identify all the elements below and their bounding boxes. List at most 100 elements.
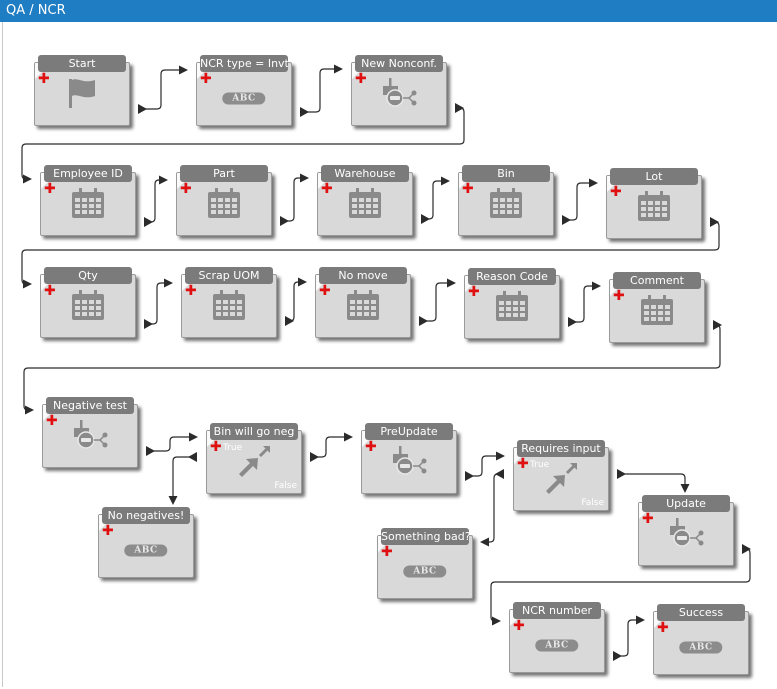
add-icon[interactable]: ✚ [38, 71, 50, 87]
connector-negative-test-to-bin-will-go-neg[interactable] [146, 432, 198, 456]
calendar-icon [71, 289, 105, 325]
connector-update-to-ncr-number[interactable] [490, 544, 751, 626]
add-icon[interactable]: ✚ [319, 283, 331, 299]
node-title: Start [38, 55, 126, 72]
node-update[interactable]: Update✚ [638, 495, 734, 566]
abc-icon: ABC [679, 635, 723, 654]
node-part[interactable]: Part✚ [176, 165, 272, 236]
node-title: PreUpdate [365, 423, 453, 440]
node-reason-code[interactable]: Reason Code✚ [464, 268, 560, 339]
connector-bin-will-go-neg-to-no-negatives[interactable] [168, 452, 197, 505]
false-branch-label: False [581, 498, 604, 508]
connector-part-to-warehouse[interactable] [280, 173, 309, 226]
abc-icon: ABC [535, 633, 579, 652]
add-icon[interactable]: ✚ [365, 439, 377, 455]
connector-no-move-to-reason-code[interactable] [419, 278, 456, 326]
node-warehouse[interactable]: Warehouse✚ [317, 165, 413, 236]
add-icon[interactable]: ✚ [102, 523, 114, 539]
connector-qty-to-scrap-uom[interactable] [144, 278, 173, 329]
connector-new-nonconf-to-employee-id[interactable] [21, 103, 465, 184]
add-icon[interactable]: ✚ [180, 181, 192, 197]
node-title: Qty [44, 267, 132, 284]
node-employee-id[interactable]: Employee ID✚ [40, 165, 136, 236]
add-icon[interactable]: ✚ [44, 181, 56, 197]
node-title: Update [642, 495, 730, 512]
add-icon[interactable]: ✚ [613, 288, 625, 304]
connector-employee-id-to-part[interactable] [144, 175, 168, 227]
node-start[interactable]: Start✚ [34, 55, 130, 126]
connector-bin-will-go-neg-to-preupdate[interactable] [310, 432, 353, 462]
workflow-canvas[interactable] [2, 22, 775, 687]
node-no-move[interactable]: No move✚ [315, 267, 411, 338]
add-icon[interactable]: ✚ [185, 283, 197, 299]
connector-comment-to-negative-test[interactable] [23, 320, 722, 415]
add-icon[interactable]: ✚ [513, 618, 525, 634]
node-title: Something bad? [381, 528, 469, 545]
connector-reason-code-to-comment[interactable] [568, 281, 601, 327]
node-qty[interactable]: Qty✚ [40, 267, 136, 338]
node-lot[interactable]: Lot✚ [606, 168, 702, 239]
connector-scrap-uom-to-no-move[interactable] [285, 277, 307, 326]
add-icon[interactable]: ✚ [468, 284, 480, 300]
true-branch-label: True [223, 443, 243, 453]
add-icon[interactable]: ✚ [381, 544, 393, 560]
add-icon[interactable]: ✚ [210, 439, 222, 455]
add-icon[interactable]: ✚ [200, 71, 212, 87]
connector-requires-input-to-update[interactable] [617, 469, 690, 493]
node-something-bad[interactable]: Something bad?✚ABC [377, 528, 473, 599]
calendar-icon [212, 289, 246, 325]
add-icon[interactable]: ✚ [657, 620, 669, 636]
decision-icon [236, 445, 272, 481]
connector-requires-input-to-something-bad[interactable] [480, 469, 504, 547]
abc-icon: ABC [222, 86, 266, 105]
method-icon [72, 418, 108, 456]
node-new-nonconf[interactable]: New Nonconf.✚ [351, 55, 447, 126]
node-title: Employee ID [44, 165, 132, 182]
node-bin[interactable]: Bin✚ [458, 165, 554, 236]
connector-start-to-ncr-type[interactable] [138, 65, 188, 114]
abc-label: ABC [535, 639, 579, 652]
add-icon[interactable]: ✚ [355, 71, 367, 87]
add-icon[interactable]: ✚ [517, 456, 529, 472]
node-no-negatives[interactable]: No negatives!✚ ABC [98, 507, 194, 578]
node-title: Bin will go neg [210, 423, 298, 440]
flag-icon [65, 76, 99, 114]
connector-lot-to-qty[interactable] [21, 217, 720, 289]
node-comment[interactable]: Comment✚ [609, 272, 705, 343]
calendar-icon [495, 290, 529, 326]
add-icon[interactable]: ✚ [321, 181, 333, 197]
node-title: Lot [610, 168, 698, 185]
node-preupdate[interactable]: PreUpdate✚ [361, 423, 457, 494]
connector-warehouse-to-bin[interactable] [421, 176, 450, 224]
node-title: NCR number [513, 602, 601, 619]
add-icon[interactable]: ✚ [462, 181, 474, 197]
node-ncr-number[interactable]: NCR number✚ ABC [509, 602, 605, 673]
node-ncr-type[interactable]: NCR type = Invty✚ ABC [196, 55, 292, 126]
node-title: NCR type = Invty [200, 55, 288, 72]
node-title: Negative test [46, 397, 134, 414]
connector-bin-to-lot[interactable] [562, 178, 598, 225]
add-icon[interactable]: ✚ [44, 283, 56, 299]
node-title: Reason Code [468, 268, 556, 285]
node-title: Bin [462, 165, 550, 182]
node-title: Comment [613, 272, 701, 289]
node-title: Scrap UOM [185, 267, 273, 284]
node-scrap-uom[interactable]: Scrap UOM✚ [181, 267, 277, 338]
abc-icon: ABC [124, 538, 168, 557]
connector-ncr-type-to-new-nonconf[interactable] [300, 64, 343, 117]
add-icon[interactable]: ✚ [46, 413, 58, 429]
connector-ncr-number-to-success[interactable] [613, 615, 645, 661]
add-icon[interactable]: ✚ [642, 511, 654, 527]
connector-preupdate-to-requires-input[interactable] [465, 451, 505, 481]
calendar-icon [489, 187, 523, 223]
calendar-icon [637, 190, 671, 226]
node-title: No move [319, 267, 407, 284]
add-icon[interactable]: ✚ [610, 184, 622, 200]
node-title: No negatives! [102, 507, 190, 524]
calendar-icon [207, 187, 241, 223]
node-negative-test[interactable]: Negative test✚ [42, 397, 138, 468]
node-success[interactable]: Success✚ABC [653, 604, 749, 675]
